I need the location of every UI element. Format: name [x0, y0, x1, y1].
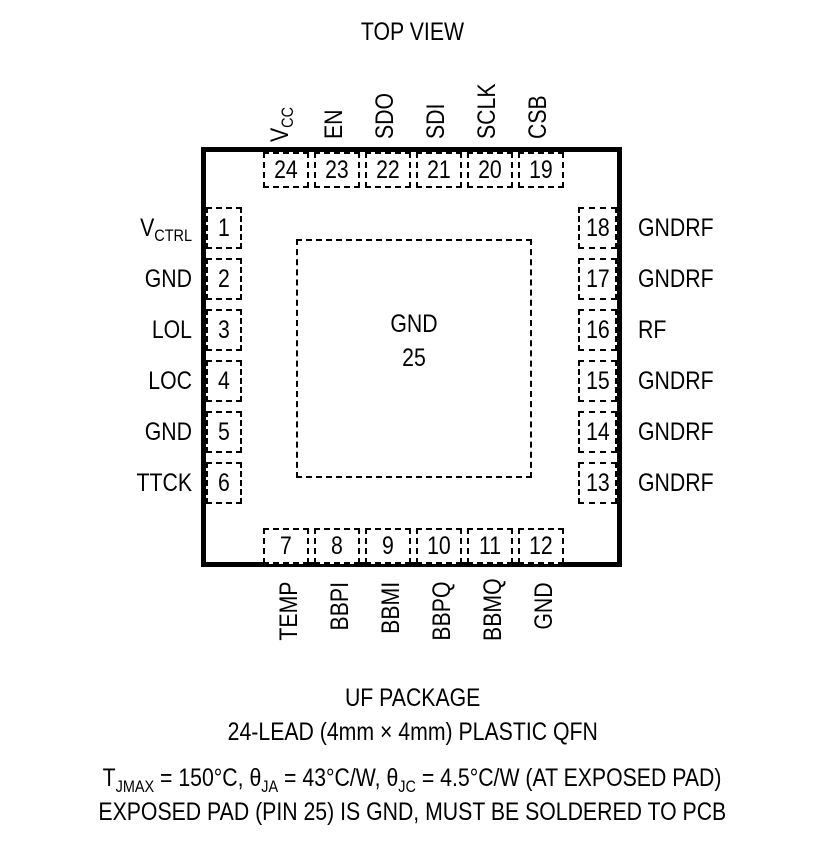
pin-18: 18	[578, 207, 617, 249]
pin-5: 5	[206, 411, 242, 453]
diagram-title: TOP VIEW	[360, 18, 465, 46]
qfn-package-outline	[201, 147, 622, 567]
pin-label-bbmq-wrap: BBMQ	[476, 578, 507, 652]
package-description: 24-LEAD (4mm × 4mm) PLASTIC QFN	[227, 718, 598, 746]
pin-label-sclk: SCLK	[473, 83, 501, 139]
pin-label-sdi: SDI	[422, 103, 450, 139]
pin-label-bbmi: BBMI	[377, 582, 405, 634]
pin-label-bbpi: BBPI	[326, 582, 354, 631]
thermal-specs: TJMAX = 150°C, θJA = 43°C/W, θJC = 4.5°C…	[103, 764, 722, 796]
package-name: UF PACKAGE	[344, 684, 481, 712]
pin-label-temp-wrap: TEMP	[272, 582, 303, 652]
pin-label-bbpq-wrap: BBPQ	[425, 582, 456, 652]
pin-label-temp: TEMP	[275, 582, 303, 642]
exposed-pad-number: 25	[402, 344, 426, 372]
pin-20: 20	[467, 152, 513, 188]
pin-19: 19	[518, 152, 564, 188]
pin-label-gndrf-15: GNDRF	[638, 367, 714, 395]
pin-label-vcc: VCC	[266, 106, 297, 142]
pin-11: 11	[467, 528, 513, 564]
pin-label-en: EN	[320, 109, 348, 139]
exposed-pad-name: GND	[390, 310, 438, 338]
pin-12: 12	[518, 528, 564, 564]
pin-label-csb: CSB	[524, 95, 552, 139]
pin-6: 6	[206, 462, 242, 504]
pin-7: 7	[263, 528, 309, 564]
exposed-pad-note: EXPOSED PAD (PIN 25) IS GND, MUST BE SOL…	[98, 798, 727, 826]
exposed-pad	[296, 239, 532, 478]
pin-22: 22	[365, 152, 411, 188]
pin-1: 1	[206, 207, 242, 249]
pin-label-ttck: TTCK	[136, 469, 192, 497]
pin-label-gndrf-14: GNDRF	[638, 418, 714, 446]
pin-13: 13	[578, 462, 617, 504]
pin-24: 24	[263, 152, 309, 188]
pin-14: 14	[578, 411, 617, 453]
pin-8: 8	[314, 528, 360, 564]
pin-10: 10	[416, 528, 462, 564]
pin-label-bbmq: BBMQ	[479, 578, 507, 641]
pin-21: 21	[416, 152, 462, 188]
pin-16: 16	[578, 309, 617, 351]
pin-label-gndrf-18: GNDRF	[638, 214, 714, 242]
pin-2: 2	[206, 258, 242, 300]
pin-label-bbmi-wrap: BBMI	[374, 582, 405, 652]
pin-label-gndrf-17: GNDRF	[638, 265, 714, 293]
pin-label-loc: LOC	[148, 367, 192, 395]
pin-9: 9	[365, 528, 411, 564]
pin-label-vctrl: VCTRL	[140, 214, 192, 245]
pin-label-gnd-12-wrap: GND	[527, 582, 558, 652]
pin-label-gnd-5: GND	[144, 418, 192, 446]
pin-17: 17	[578, 258, 617, 300]
pin-label-bbpq: BBPQ	[428, 582, 456, 642]
pin-label-sdo: SDO	[371, 92, 399, 139]
pin-label-rf: RF	[638, 316, 667, 344]
pin-4: 4	[206, 360, 242, 402]
pin-label-bbpi-wrap: BBPI	[323, 582, 354, 652]
pin-label-gnd-2: GND	[144, 265, 192, 293]
pin-23: 23	[314, 152, 360, 188]
pin-label-gndrf-13: GNDRF	[638, 469, 714, 497]
pin-15: 15	[578, 360, 617, 402]
pin-3: 3	[206, 309, 242, 351]
pin-label-lol: LOL	[151, 316, 192, 344]
pin-label-gnd-12: GND	[530, 582, 558, 630]
